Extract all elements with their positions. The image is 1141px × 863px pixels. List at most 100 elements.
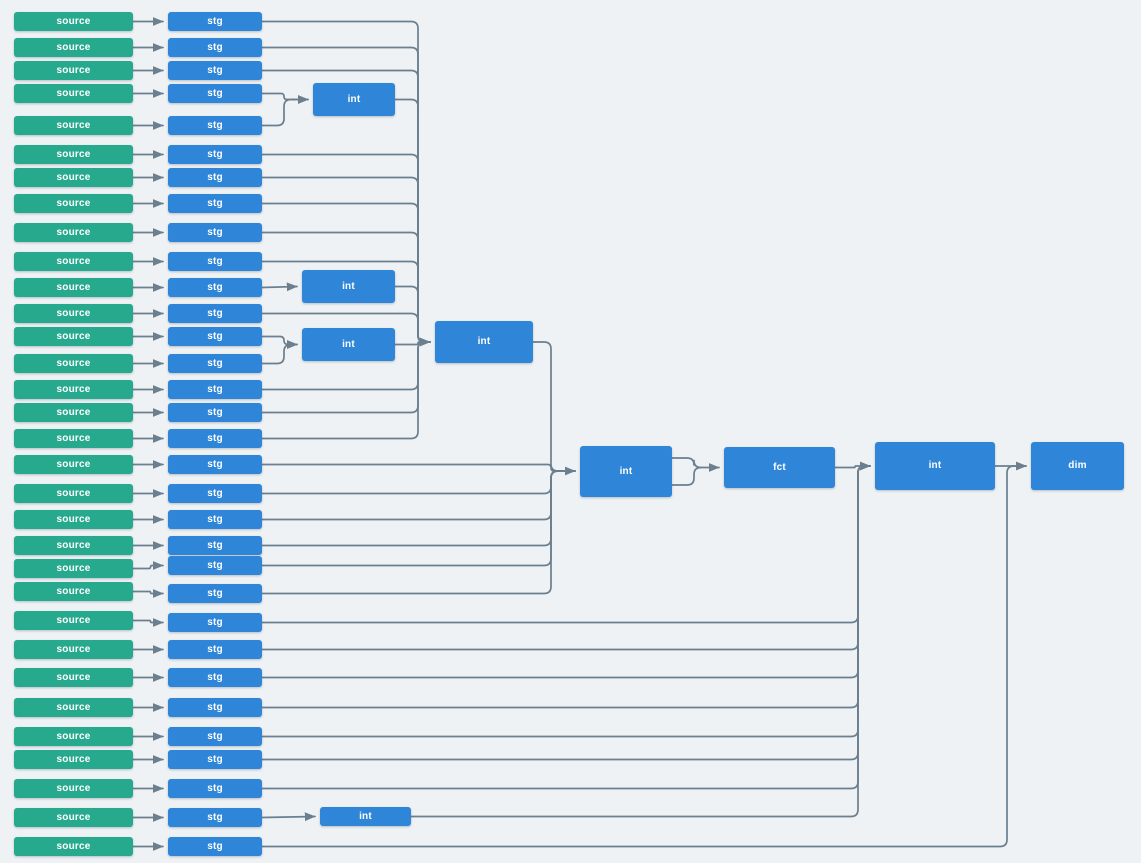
node-stg[interactable]: stg — [168, 327, 262, 346]
node-stg[interactable]: stg — [168, 640, 262, 659]
node-label: source — [56, 487, 91, 499]
node-label: stg — [207, 226, 223, 238]
node-stg[interactable]: stg — [168, 429, 262, 448]
node-source[interactable]: source — [14, 278, 133, 297]
edge-int3-to-int4 — [394, 341, 431, 346]
node-label: source — [56, 671, 91, 683]
node-source[interactable]: source — [14, 536, 133, 555]
node-stg[interactable]: stg — [168, 12, 262, 31]
node-dim[interactable]: dim — [1031, 442, 1124, 490]
node-int[interactable]: int — [435, 321, 533, 363]
node-label: stg — [207, 330, 223, 342]
node-stg[interactable]: stg — [168, 38, 262, 57]
node-int[interactable]: int — [320, 807, 411, 826]
node-source[interactable]: source — [14, 559, 133, 578]
node-source[interactable]: source — [14, 168, 133, 187]
node-source[interactable]: source — [14, 380, 133, 399]
node-stg[interactable]: stg — [168, 668, 262, 687]
node-stg[interactable]: stg — [168, 403, 262, 422]
node-stg[interactable]: stg — [168, 808, 262, 827]
node-label: int — [359, 810, 372, 822]
node-label: int — [477, 336, 491, 347]
edge-stg31-to-int7 — [261, 812, 316, 822]
node-stg[interactable]: stg — [168, 613, 262, 632]
node-stg[interactable]: stg — [168, 727, 262, 746]
node-source[interactable]: source — [14, 304, 133, 323]
node-stg[interactable]: stg — [168, 455, 262, 474]
node-label: stg — [207, 307, 223, 319]
node-source[interactable]: source — [14, 611, 133, 630]
node-stg[interactable]: stg — [168, 750, 262, 769]
node-source[interactable]: source — [14, 61, 133, 80]
node-stg[interactable]: stg — [168, 304, 262, 323]
node-source[interactable]: source — [14, 327, 133, 346]
node-source[interactable]: source — [14, 12, 133, 31]
node-source[interactable]: source — [14, 38, 133, 57]
node-stg[interactable]: stg — [168, 223, 262, 242]
node-int[interactable]: int — [580, 446, 672, 497]
node-stg[interactable]: stg — [168, 779, 262, 798]
edge-stg24-to-int6 — [261, 461, 871, 624]
node-label: stg — [207, 41, 223, 53]
node-source[interactable]: source — [14, 837, 133, 856]
node-stg[interactable]: stg — [168, 278, 262, 297]
node-label: stg — [207, 840, 223, 852]
node-fct[interactable]: fct — [724, 447, 835, 488]
edge-stg22-to-int5 — [261, 470, 576, 567]
node-label: source — [56, 119, 91, 131]
node-stg[interactable]: stg — [168, 556, 262, 575]
node-stg[interactable]: stg — [168, 194, 262, 213]
node-stg[interactable]: stg — [168, 354, 262, 373]
node-int[interactable]: int — [302, 270, 395, 303]
node-source[interactable]: source — [14, 429, 133, 448]
node-stg[interactable]: stg — [168, 252, 262, 271]
node-source[interactable]: source — [14, 668, 133, 687]
node-stg[interactable]: stg — [168, 84, 262, 103]
node-int[interactable]: int — [302, 328, 395, 361]
node-source[interactable]: source — [14, 727, 133, 746]
node-stg[interactable]: stg — [168, 510, 262, 529]
node-label: source — [56, 753, 91, 765]
node-stg[interactable]: stg — [168, 698, 262, 717]
node-label: stg — [207, 148, 223, 160]
node-label: stg — [207, 539, 223, 551]
node-stg[interactable]: stg — [168, 837, 262, 856]
node-label: source — [56, 383, 91, 395]
node-stg[interactable]: stg — [168, 116, 262, 135]
edge-int4-to-int5 — [532, 341, 576, 476]
node-source[interactable]: source — [14, 145, 133, 164]
edge-stg7-to-int4 — [261, 176, 431, 343]
node-source[interactable]: source — [14, 698, 133, 717]
node-int[interactable]: int — [313, 83, 395, 116]
node-source[interactable]: source — [14, 779, 133, 798]
edge-stg13-to-int3 — [261, 335, 298, 349]
node-source[interactable]: source — [14, 84, 133, 103]
node-int[interactable]: int — [875, 442, 995, 490]
node-source[interactable]: source — [14, 750, 133, 769]
node-label: stg — [207, 487, 223, 499]
node-source[interactable]: source — [14, 640, 133, 659]
node-source[interactable]: source — [14, 116, 133, 135]
edge-stg23-to-int5 — [261, 470, 576, 595]
node-label: stg — [207, 383, 223, 395]
node-stg[interactable]: stg — [168, 484, 262, 503]
node-source[interactable]: source — [14, 403, 133, 422]
node-stg[interactable]: stg — [168, 61, 262, 80]
node-source[interactable]: source — [14, 223, 133, 242]
node-stg[interactable]: stg — [168, 145, 262, 164]
node-source[interactable]: source — [14, 354, 133, 373]
node-source[interactable]: source — [14, 510, 133, 529]
node-source[interactable]: source — [14, 484, 133, 503]
node-stg[interactable]: stg — [168, 536, 262, 555]
node-source[interactable]: source — [14, 455, 133, 474]
node-source[interactable]: source — [14, 194, 133, 213]
node-label: source — [56, 458, 91, 470]
node-source[interactable]: source — [14, 582, 133, 601]
edge-stg21-to-int5 — [261, 470, 576, 547]
node-stg[interactable]: stg — [168, 584, 262, 603]
node-stg[interactable]: stg — [168, 168, 262, 187]
node-source[interactable]: source — [14, 808, 133, 827]
node-label: stg — [207, 782, 223, 794]
node-stg[interactable]: stg — [168, 380, 262, 399]
node-source[interactable]: source — [14, 252, 133, 271]
